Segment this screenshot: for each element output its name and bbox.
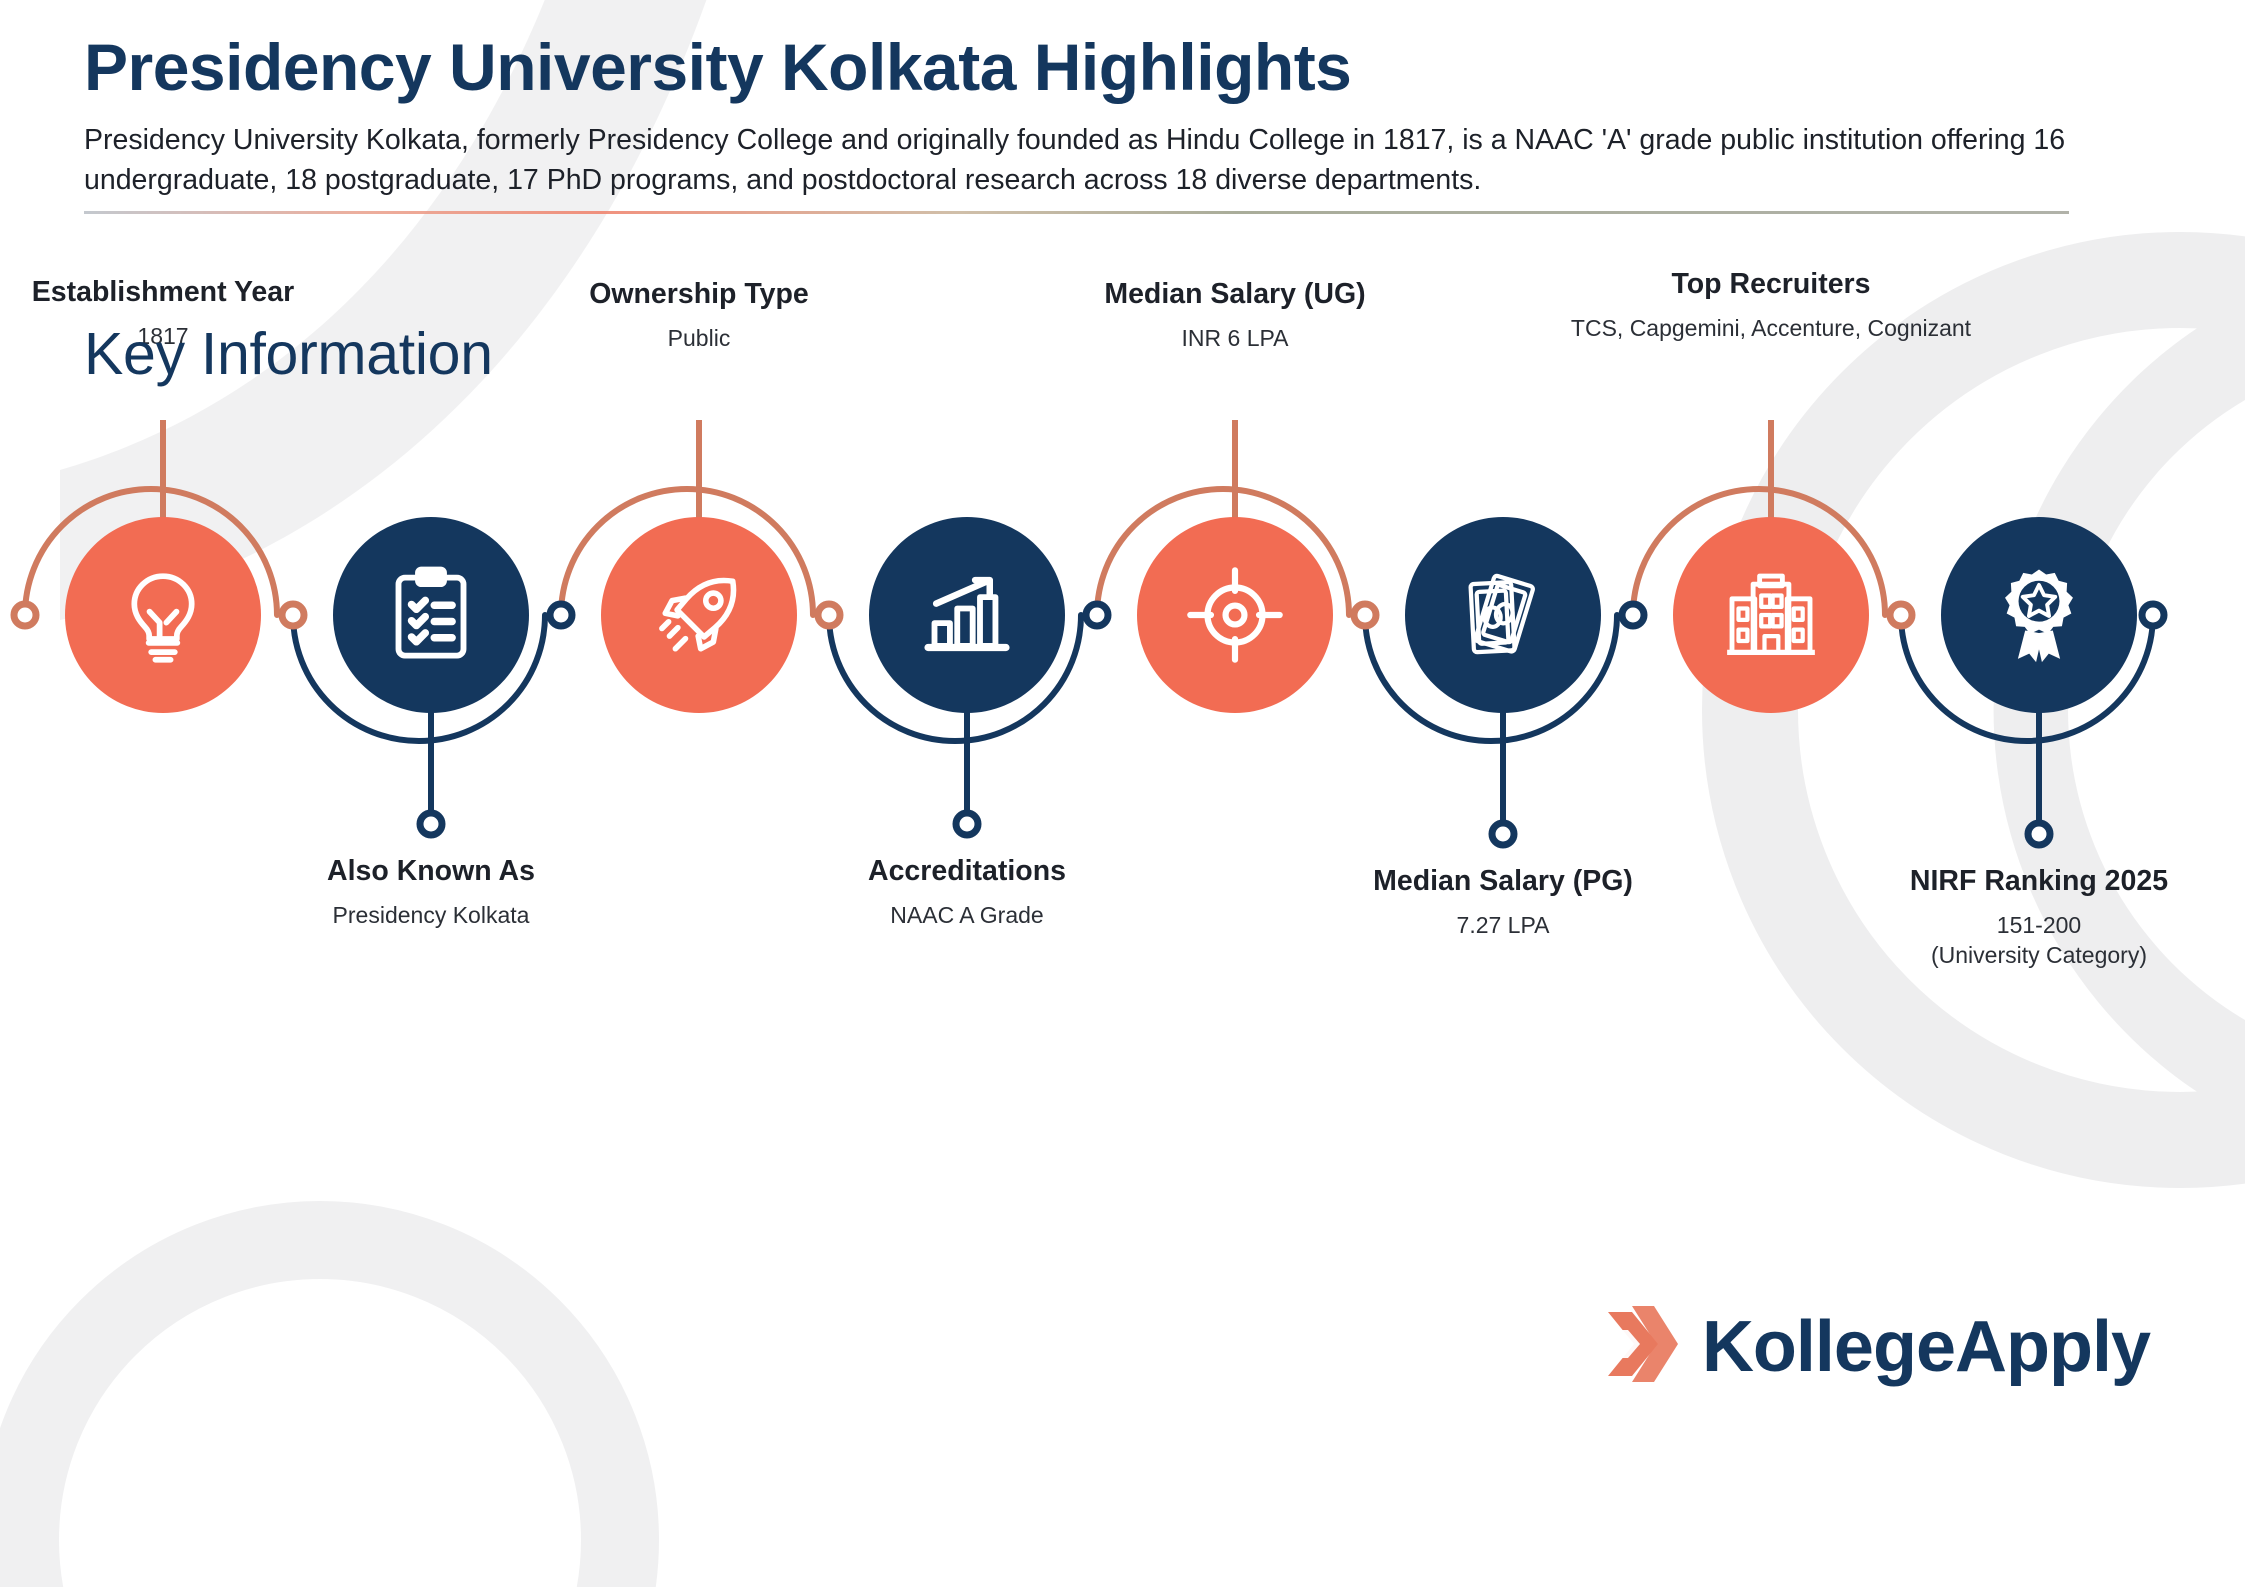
label-title: Accreditations (868, 855, 1066, 887)
timeline-node-accreditations[interactable] (869, 517, 1065, 713)
timeline-node-median-salary-pg[interactable] (1405, 517, 1601, 713)
label-value: Presidency Kolkata (332, 901, 530, 928)
label-title: Also Known As (327, 855, 535, 887)
label-title: NIRF Ranking 2025 (1909, 865, 2169, 897)
key-information-timeline: Establishment Year 1817 Ownership Type P… (0, 268, 2245, 1200)
kollegeapply-logo[interactable]: KollegeApply (1602, 1300, 2151, 1393)
label-value: TCS, Capgemini, Accenture, Cognizant (1570, 314, 1972, 341)
section-title: Key Information (84, 321, 493, 387)
bar-chart-growth-icon (915, 563, 1019, 667)
kollegeapply-chevron-logo-icon (1602, 1300, 1680, 1393)
label-value: Public (667, 324, 731, 351)
timeline-node-ownership-type[interactable] (601, 517, 797, 713)
target-icon (1180, 560, 1290, 670)
label-median-salary-pg: Median Salary (PG) 7.27 LPA (1273, 864, 1733, 940)
header-divider (84, 210, 2069, 214)
label-nirf-ranking: NIRF Ranking 2025 151-200 (University Ca… (1809, 864, 2245, 971)
label-value: 151-200 (1996, 911, 2082, 938)
label-also-known-as: Also Known As Presidency Kolkata (201, 854, 661, 930)
label-accreditations: Accreditations NAAC A Grade (737, 854, 1197, 930)
label-title: Establishment Year (31, 276, 295, 308)
label-value: 7.27 LPA (1456, 911, 1550, 938)
timeline-node-nirf-ranking[interactable] (1941, 517, 2137, 713)
building-icon (1719, 563, 1823, 667)
label-title: Median Salary (PG) (1373, 865, 1633, 897)
rocket-icon (645, 561, 753, 669)
timeline-node-also-known-as[interactable] (333, 517, 529, 713)
award-badge-icon (1987, 563, 2091, 667)
timeline-node-top-recruiters[interactable] (1673, 517, 1869, 713)
label-top-recruiters: Top Recruiters TCS, Capgemini, Accenture… (1541, 267, 2001, 343)
label-extra: (University Category) (1931, 942, 2147, 969)
timeline-connector-path (10, 420, 2168, 849)
lightbulb-icon (109, 561, 217, 669)
label-title: Top Recruiters (1671, 268, 1871, 300)
banknotes-icon (1451, 563, 1555, 667)
brand-name: KollegeApply (1701, 1306, 2151, 1387)
label-value: INR 6 LPA (1181, 324, 1289, 351)
label-value: NAAC A Grade (890, 901, 1044, 928)
label-title: Median Salary (UG) (1104, 278, 1366, 310)
label-median-salary-ug: Median Salary (UG) INR 6 LPA (1005, 277, 1465, 353)
timeline-node-establishment-year[interactable] (65, 517, 261, 713)
clipboard-checklist-icon (379, 563, 483, 667)
page-subtitle: Presidency University Kolkata, formerly … (84, 123, 2066, 197)
label-ownership-type: Ownership Type Public (469, 277, 929, 353)
label-title: Ownership Type (589, 278, 809, 310)
page-title: Presidency University Kolkata Highlights (84, 30, 1352, 104)
header: Presidency University Kolkata Highlights… (84, 30, 2094, 214)
timeline-node-median-salary-ug[interactable] (1137, 517, 1333, 713)
